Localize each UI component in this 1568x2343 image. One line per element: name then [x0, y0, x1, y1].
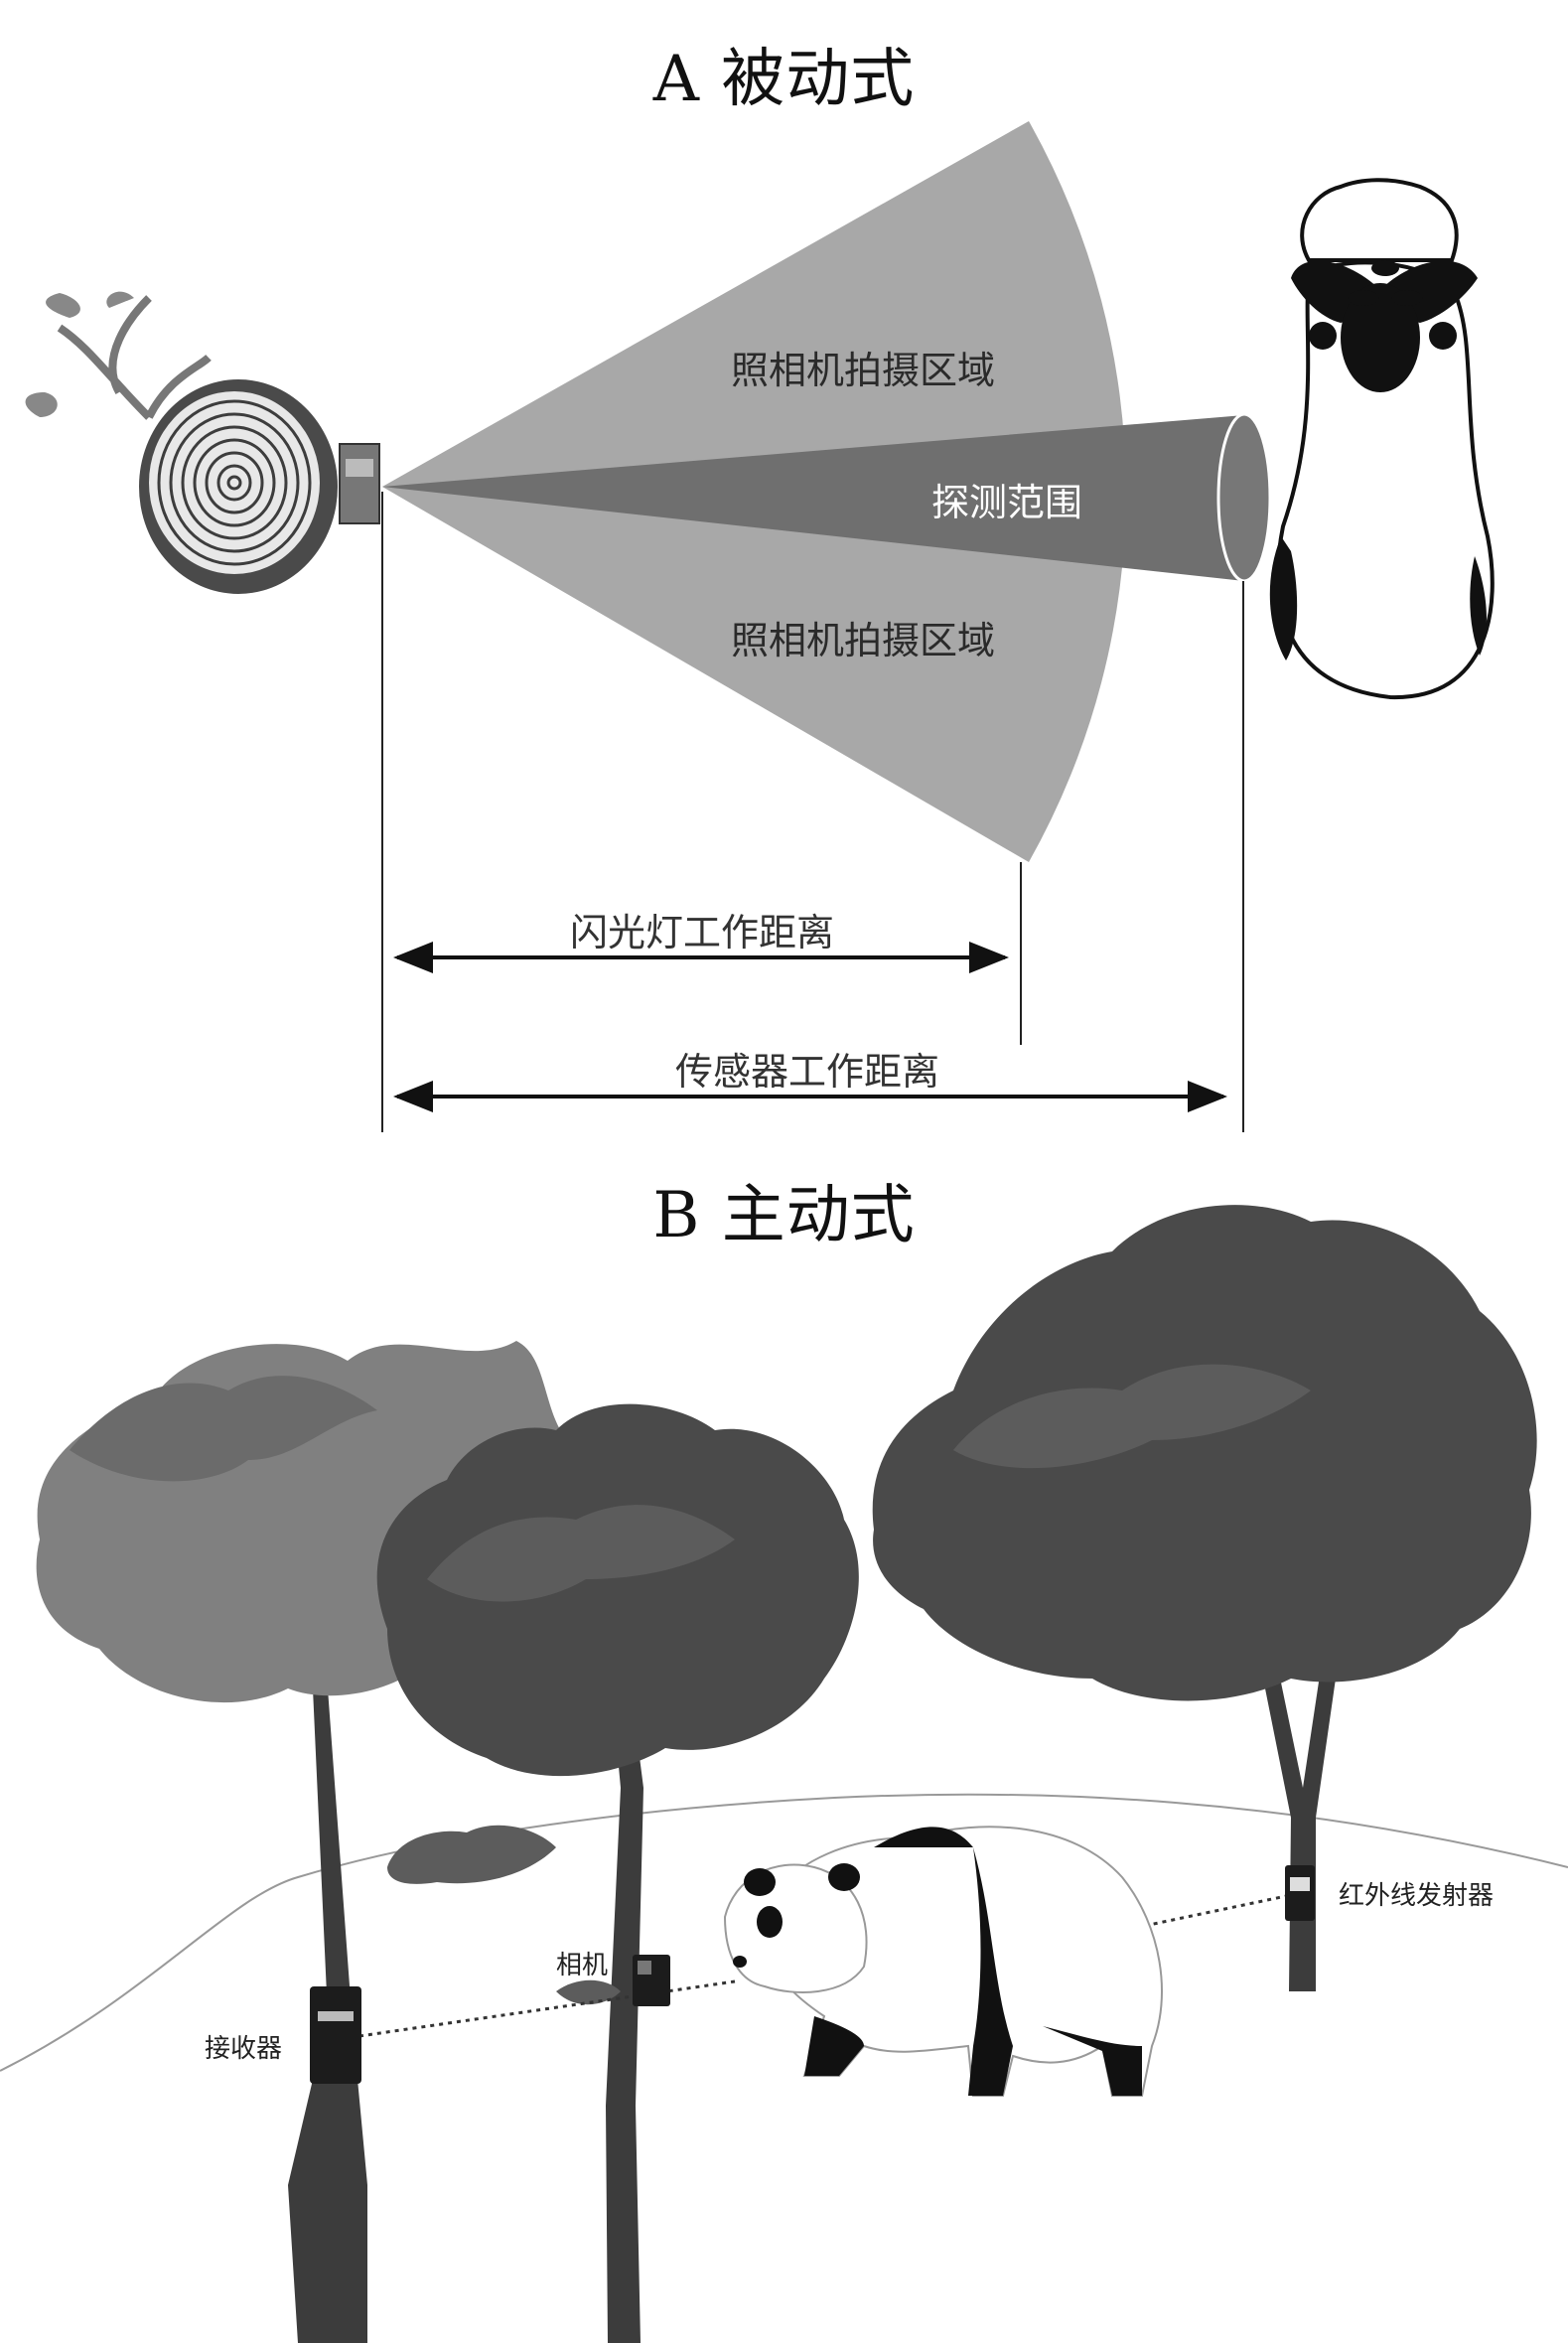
camera-zone-top-label: 照相机拍摄区域	[731, 349, 996, 392]
tree-stump-icon	[25, 291, 380, 594]
camera-label: 相机	[556, 1951, 609, 1980]
sensor-distance-label: 传感器工作距离	[675, 1050, 940, 1094]
panda-top-view-icon	[1269, 178, 1495, 700]
tree-middle-icon	[376, 1403, 859, 2343]
detection-range-end	[1216, 412, 1272, 583]
detection-range-cone	[382, 415, 1244, 581]
ground-line	[0, 1793, 1568, 2072]
panel-a-diagram	[25, 121, 1495, 1132]
detection-range-label: 探测范围	[931, 481, 1083, 524]
panda-walking-icon	[723, 1826, 1163, 2097]
ir-emitter-label: 红外线发射器	[1339, 1881, 1495, 1911]
camera-device	[633, 1955, 670, 2006]
ir-beam-line	[358, 1893, 1292, 2038]
receiver-device	[310, 1986, 361, 2084]
tree-right-icon	[872, 1205, 1537, 1991]
panel-a-title: A 被动式	[652, 43, 916, 116]
camera-zone-bottom-label: 照相机拍摄区域	[731, 619, 996, 662]
camera-trap-device	[339, 443, 380, 524]
panel-b-diagram	[0, 1205, 1568, 2343]
panel-b-title: B 主动式	[652, 1179, 916, 1252]
receiver-label: 接收器	[205, 2034, 283, 2064]
ir-emitter-device	[1285, 1865, 1315, 1921]
flash-distance-label: 闪光灯工作距离	[570, 911, 835, 954]
